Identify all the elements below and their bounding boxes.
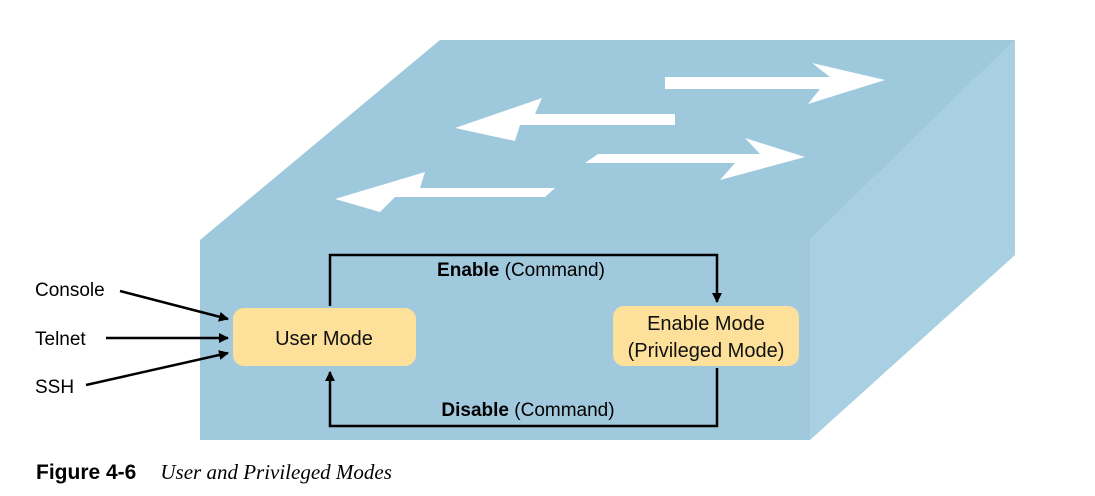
user-mode-box (233, 308, 416, 366)
figure-caption: Figure 4-6 User and Privileged Modes (36, 460, 392, 485)
traffic-arrow-left-upper (455, 98, 675, 141)
traffic-arrow-right-lower (585, 138, 805, 180)
switch-side-face (810, 40, 1015, 440)
enable-mode-box (613, 306, 799, 366)
enable-mode-sublabel: (Privileged Mode) (628, 340, 785, 362)
traffic-arrow-left-lower (335, 172, 555, 212)
console-label: Console (35, 280, 105, 301)
figure-title: User and Privileged Modes (160, 460, 392, 484)
enable-command-label: Enable (Command) (437, 260, 605, 281)
disable-transition-arrow (325, 368, 719, 428)
user-mode-label: User Mode (275, 328, 373, 350)
telnet-label: Telnet (35, 329, 86, 350)
disable-command-label: Disable (Command) (441, 400, 614, 421)
ssh-arrow (85, 350, 229, 387)
switch-front-face (200, 240, 810, 440)
console-arrow (119, 289, 229, 322)
figure-number: Figure 4-6 (36, 461, 137, 484)
enable-mode-label: Enable Mode (647, 313, 765, 335)
traffic-arrow-right-top (665, 63, 885, 104)
enable-transition-arrow (328, 253, 722, 306)
ssh-label: SSH (35, 377, 74, 398)
